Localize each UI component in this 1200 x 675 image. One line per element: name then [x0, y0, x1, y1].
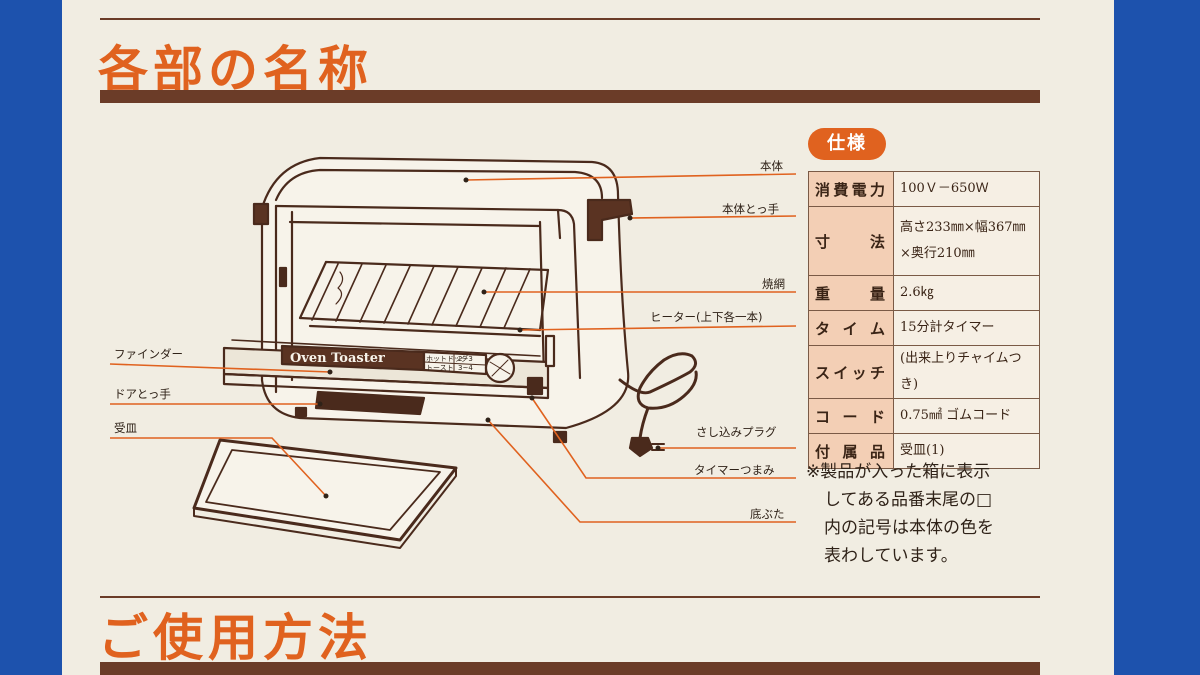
label-timer-knob: タイマーつまみ — [694, 463, 775, 477]
grill-rack — [298, 260, 550, 338]
left-body-handle — [252, 202, 270, 226]
spec-row: 付属品 受皿(1) — [808, 433, 1040, 469]
panel-brand-text: Oven Toaster — [290, 351, 385, 366]
spec-value: 15分計タイマー — [893, 310, 1040, 346]
label-bottom-cover: 底ぶた — [750, 507, 785, 521]
note-line: 表わしています。 — [824, 546, 958, 566]
note-line: してある品番末尾の□ — [824, 490, 993, 510]
panel-row-1-label: ホットドッグ — [426, 354, 468, 363]
panel-row-1-value: 2~3 — [458, 355, 473, 363]
oven-top-edge — [274, 168, 604, 202]
door-handle — [314, 390, 426, 416]
spec-value: 100Ｖ－650Ｗ — [893, 171, 1040, 207]
parts-title-rule — [100, 90, 1040, 103]
leader-heater — [519, 325, 797, 331]
door-bottom-edge — [222, 372, 550, 400]
oven-right-frame — [556, 208, 582, 380]
usage-top-rule — [100, 596, 1040, 598]
panel-row-2-label: トースト — [426, 364, 454, 372]
spec-note: ※製品が入った箱に表示 してある品番末尾の□ 内の記号は本体の色を 表わしていま… — [806, 458, 1038, 570]
leader-body-handle — [629, 215, 797, 219]
spec-key: 付属品 — [808, 433, 894, 469]
timer-indicator — [526, 376, 544, 396]
usage-title-rule — [100, 662, 1040, 675]
spec-key: コード — [808, 398, 894, 434]
spec-key: 重量 — [808, 275, 894, 311]
label-heater: ヒーター(上下各一本) — [650, 310, 763, 324]
leader-body — [465, 173, 797, 181]
leader-finder — [109, 363, 331, 373]
oven-inner-right — [538, 220, 546, 380]
parts-section-title: 各部の名称 — [98, 40, 373, 99]
right-body-handle — [586, 198, 634, 242]
spec-row: 寸法 高さ233㎜×幅367㎜×奥行210㎜ — [808, 206, 1040, 276]
spec-row: コード 0.75㎟ ゴムコード — [808, 398, 1040, 434]
leader-bottom-cover — [487, 419, 796, 523]
spec-table: 消費電力 100Ｖ－650Ｗ 寸法 高さ233㎜×幅367㎜×奥行210㎜ 重量… — [808, 171, 1040, 469]
power-cord — [618, 352, 698, 440]
spec-badge: 仕様 — [808, 128, 886, 160]
leader-timer-knob — [531, 397, 796, 479]
leader-tray — [110, 437, 327, 497]
spec-value: 2.6㎏ — [893, 275, 1040, 311]
left-foot — [294, 406, 308, 418]
label-body-handle: 本体とっ手 — [722, 202, 780, 216]
panel-row-2-value: 3~4 — [458, 364, 473, 372]
spec-key: 消費電力 — [808, 171, 894, 207]
label-finder: ファインダー — [114, 347, 183, 361]
spec-value: (出来上りチャイムつき) — [893, 345, 1040, 399]
spec-value: 高さ233㎜×幅367㎜×奥行210㎜ — [893, 206, 1040, 276]
note-line: ※製品が入った箱に表示 — [806, 462, 991, 482]
label-tray: 受皿 — [114, 421, 137, 435]
drip-tray — [192, 438, 458, 542]
label-door-handle: ドアとっ手 — [114, 387, 171, 401]
spec-key: スイッチ — [808, 345, 894, 399]
label-body: 本体 — [760, 159, 783, 173]
spec-row: 重量 2.6㎏ — [808, 275, 1040, 311]
power-plug — [628, 436, 654, 458]
spec-value: 受皿(1) — [893, 433, 1040, 469]
spec-key: 寸法 — [808, 206, 894, 276]
right-foot — [552, 430, 568, 444]
usage-section-title: ご使用方法 — [98, 608, 373, 667]
spec-row: タイム 15分計タイマー — [808, 310, 1040, 346]
top-rule — [100, 18, 1040, 20]
spec-row: スイッチ (出来上りチャイムつき) — [808, 345, 1040, 399]
note-line: 内の記号は本体の色を — [824, 518, 994, 538]
spec-row: 消費電力 100Ｖ－650Ｗ — [808, 171, 1040, 207]
spec-value: 0.75㎟ ゴムコード — [893, 398, 1040, 434]
label-grill: 焼網 — [762, 277, 785, 291]
label-plug: さし込みプラグ — [696, 425, 777, 439]
oven-inner-top — [288, 220, 542, 228]
spec-key: タイム — [808, 310, 894, 346]
